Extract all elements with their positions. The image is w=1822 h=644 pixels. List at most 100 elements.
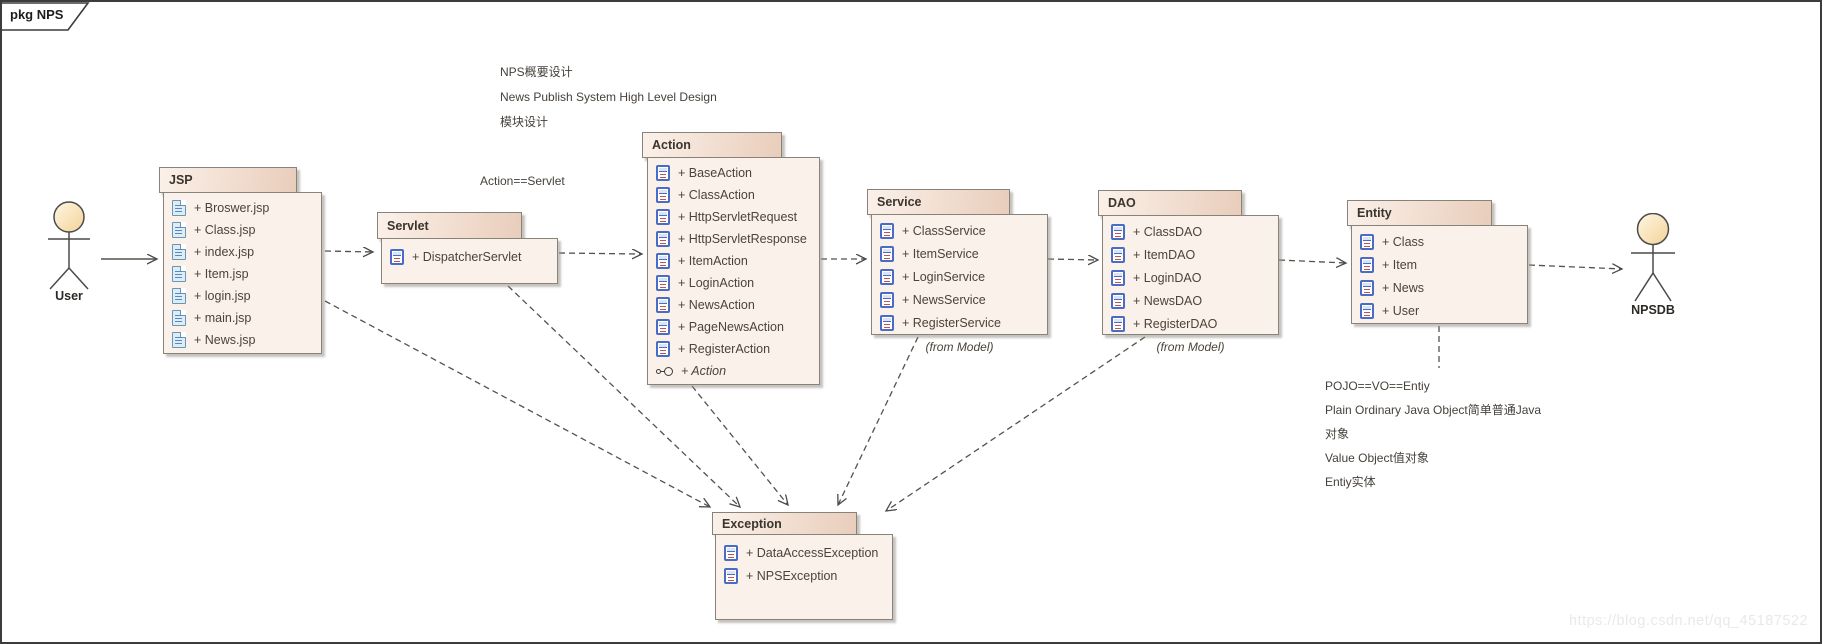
- actor-user[interactable]: [39, 201, 99, 298]
- note-line: POJO==VO==Entiy: [1325, 379, 1430, 393]
- member-row[interactable]: + HttpServletRequest: [648, 206, 819, 228]
- member-row[interactable]: + Class: [1352, 230, 1527, 253]
- package-dao-members: + ClassDAO + ItemDAO + LoginDAO + NewsDAO + …: [1102, 215, 1279, 335]
- member-row[interactable]: + Class.jsp: [164, 219, 321, 241]
- class-icon: [656, 297, 670, 313]
- member-row[interactable]: + LoginAction: [648, 272, 819, 294]
- member-row[interactable]: + ClassAction: [648, 184, 819, 206]
- note-line: Plain Ordinary Java Object简单普通Java: [1325, 403, 1542, 417]
- class-icon: [656, 341, 670, 357]
- member-label: + News: [1382, 280, 1425, 295]
- class-icon: [1111, 246, 1125, 263]
- member-row[interactable]: + login.jsp: [164, 285, 321, 307]
- member-label: + index.jsp: [194, 245, 255, 259]
- member-row[interactable]: + NewsAction: [648, 294, 819, 316]
- member-row[interactable]: + HttpServletResponse: [648, 228, 819, 250]
- member-row[interactable]: + DataAccessException: [716, 541, 892, 564]
- member-label: + NewsAction: [678, 298, 755, 312]
- member-row[interactable]: + Item: [1352, 253, 1527, 276]
- package-servlet-header: Servlet: [377, 212, 522, 239]
- member-row[interactable]: + main.jsp: [164, 307, 321, 329]
- member-row[interactable]: + Broswer.jsp: [164, 197, 321, 219]
- package-entity-header: Entity: [1347, 200, 1492, 226]
- class-icon: [1360, 279, 1374, 296]
- member-row[interactable]: + RegisterService: [872, 311, 1047, 334]
- member-row[interactable]: + ItemService: [872, 242, 1047, 265]
- document-icon: [172, 332, 186, 348]
- document-icon: [172, 200, 186, 216]
- dao-from-model-note: (from Model): [1156, 340, 1225, 354]
- member-row[interactable]: + NewsDAO: [1103, 289, 1278, 312]
- member-row[interactable]: + Action: [648, 360, 819, 382]
- package-jsp-header: JSP: [159, 167, 297, 193]
- member-label: + ItemAction: [678, 254, 748, 268]
- member-label: + RegisterService: [902, 315, 1001, 330]
- class-icon: [1360, 302, 1374, 319]
- class-icon: [656, 165, 670, 181]
- member-label: + User: [1382, 303, 1420, 318]
- package-exception-members: + DataAccessException+ NPSException: [715, 534, 893, 620]
- note-line: News Publish System High Level Design: [500, 90, 717, 104]
- edge-action-exception: [691, 385, 788, 505]
- member-row[interactable]: + RegisterDAO: [1103, 312, 1278, 335]
- member-row[interactable]: + ClassService: [872, 219, 1047, 242]
- person-icon: [48, 201, 90, 290]
- member-row[interactable]: + index.jsp: [164, 241, 321, 263]
- member-row[interactable]: + ItemAction: [648, 250, 819, 272]
- class-icon: [1360, 233, 1374, 250]
- member-row[interactable]: + NewsService: [872, 288, 1047, 311]
- member-label: + ClassDAO: [1133, 224, 1203, 239]
- member-row[interactable]: + ItemDAO: [1103, 243, 1278, 266]
- class-icon: [656, 187, 670, 203]
- package-entity-members: + Class+ Item + News + User: [1351, 225, 1528, 324]
- actor-npsdb[interactable]: [1623, 212, 1683, 310]
- member-row[interactable]: + DispatcherServlet: [382, 246, 557, 268]
- package-title: Servlet: [387, 218, 429, 233]
- edge-jsp-servlet: [324, 251, 373, 252]
- package-action-members: + BaseAction + ClassAction + HttpServletRe…: [647, 157, 820, 385]
- class-icon: [656, 209, 670, 225]
- member-row[interactable]: + Item.jsp: [164, 263, 321, 285]
- class-icon: [724, 567, 738, 584]
- edge-servlet-action: [558, 253, 642, 254]
- member-label: + ClassAction: [678, 188, 755, 202]
- note-line: NPS概要设计: [500, 65, 573, 79]
- package-title: Action: [652, 138, 691, 152]
- class-icon: [880, 245, 894, 262]
- edge-entity-npsdb: [1528, 265, 1622, 269]
- service-from-model-note: (from Model): [925, 340, 994, 354]
- member-row[interactable]: + PageNewsAction: [648, 316, 819, 338]
- member-label: + NewsDAO: [1133, 293, 1203, 308]
- edge-dao-exception: [886, 336, 1146, 511]
- member-label: + Broswer.jsp: [194, 201, 270, 215]
- member-label: + HttpServletRequest: [678, 210, 798, 224]
- member-label: + News.jsp: [194, 333, 256, 347]
- document-icon: [172, 310, 186, 326]
- member-label: + ItemDAO: [1133, 247, 1196, 262]
- package-servlet-members: + DispatcherServlet: [381, 238, 558, 284]
- member-row[interactable]: + News.jsp: [164, 329, 321, 351]
- member-row[interactable]: + LoginService: [872, 265, 1047, 288]
- member-row[interactable]: + LoginDAO: [1103, 266, 1278, 289]
- package-action-header: Action: [642, 132, 782, 158]
- member-label: + LoginDAO: [1133, 270, 1202, 285]
- member-row[interactable]: + NPSException: [716, 564, 892, 587]
- member-label: + Action: [681, 364, 727, 378]
- watermark-url: https://blog.csdn.net/qq_45187522: [1569, 613, 1809, 629]
- edge-dao-entity: [1278, 260, 1346, 263]
- member-row[interactable]: + BaseAction: [648, 162, 819, 184]
- class-icon: [880, 268, 894, 285]
- member-row[interactable]: + ClassDAO: [1103, 220, 1278, 243]
- member-row[interactable]: + User: [1352, 299, 1527, 322]
- package-dao-header: DAO: [1098, 190, 1242, 216]
- edge-service-exception: [838, 336, 919, 505]
- edge-service-dao: [1047, 259, 1098, 260]
- class-icon: [880, 291, 894, 308]
- document-icon: [172, 266, 186, 282]
- note-action-servlet: Action==Servlet: [480, 174, 565, 188]
- member-row[interactable]: + News: [1352, 276, 1527, 299]
- member-row[interactable]: + RegisterAction: [648, 338, 819, 360]
- edge-servlet-exception: [507, 285, 740, 507]
- class-icon: [656, 253, 670, 269]
